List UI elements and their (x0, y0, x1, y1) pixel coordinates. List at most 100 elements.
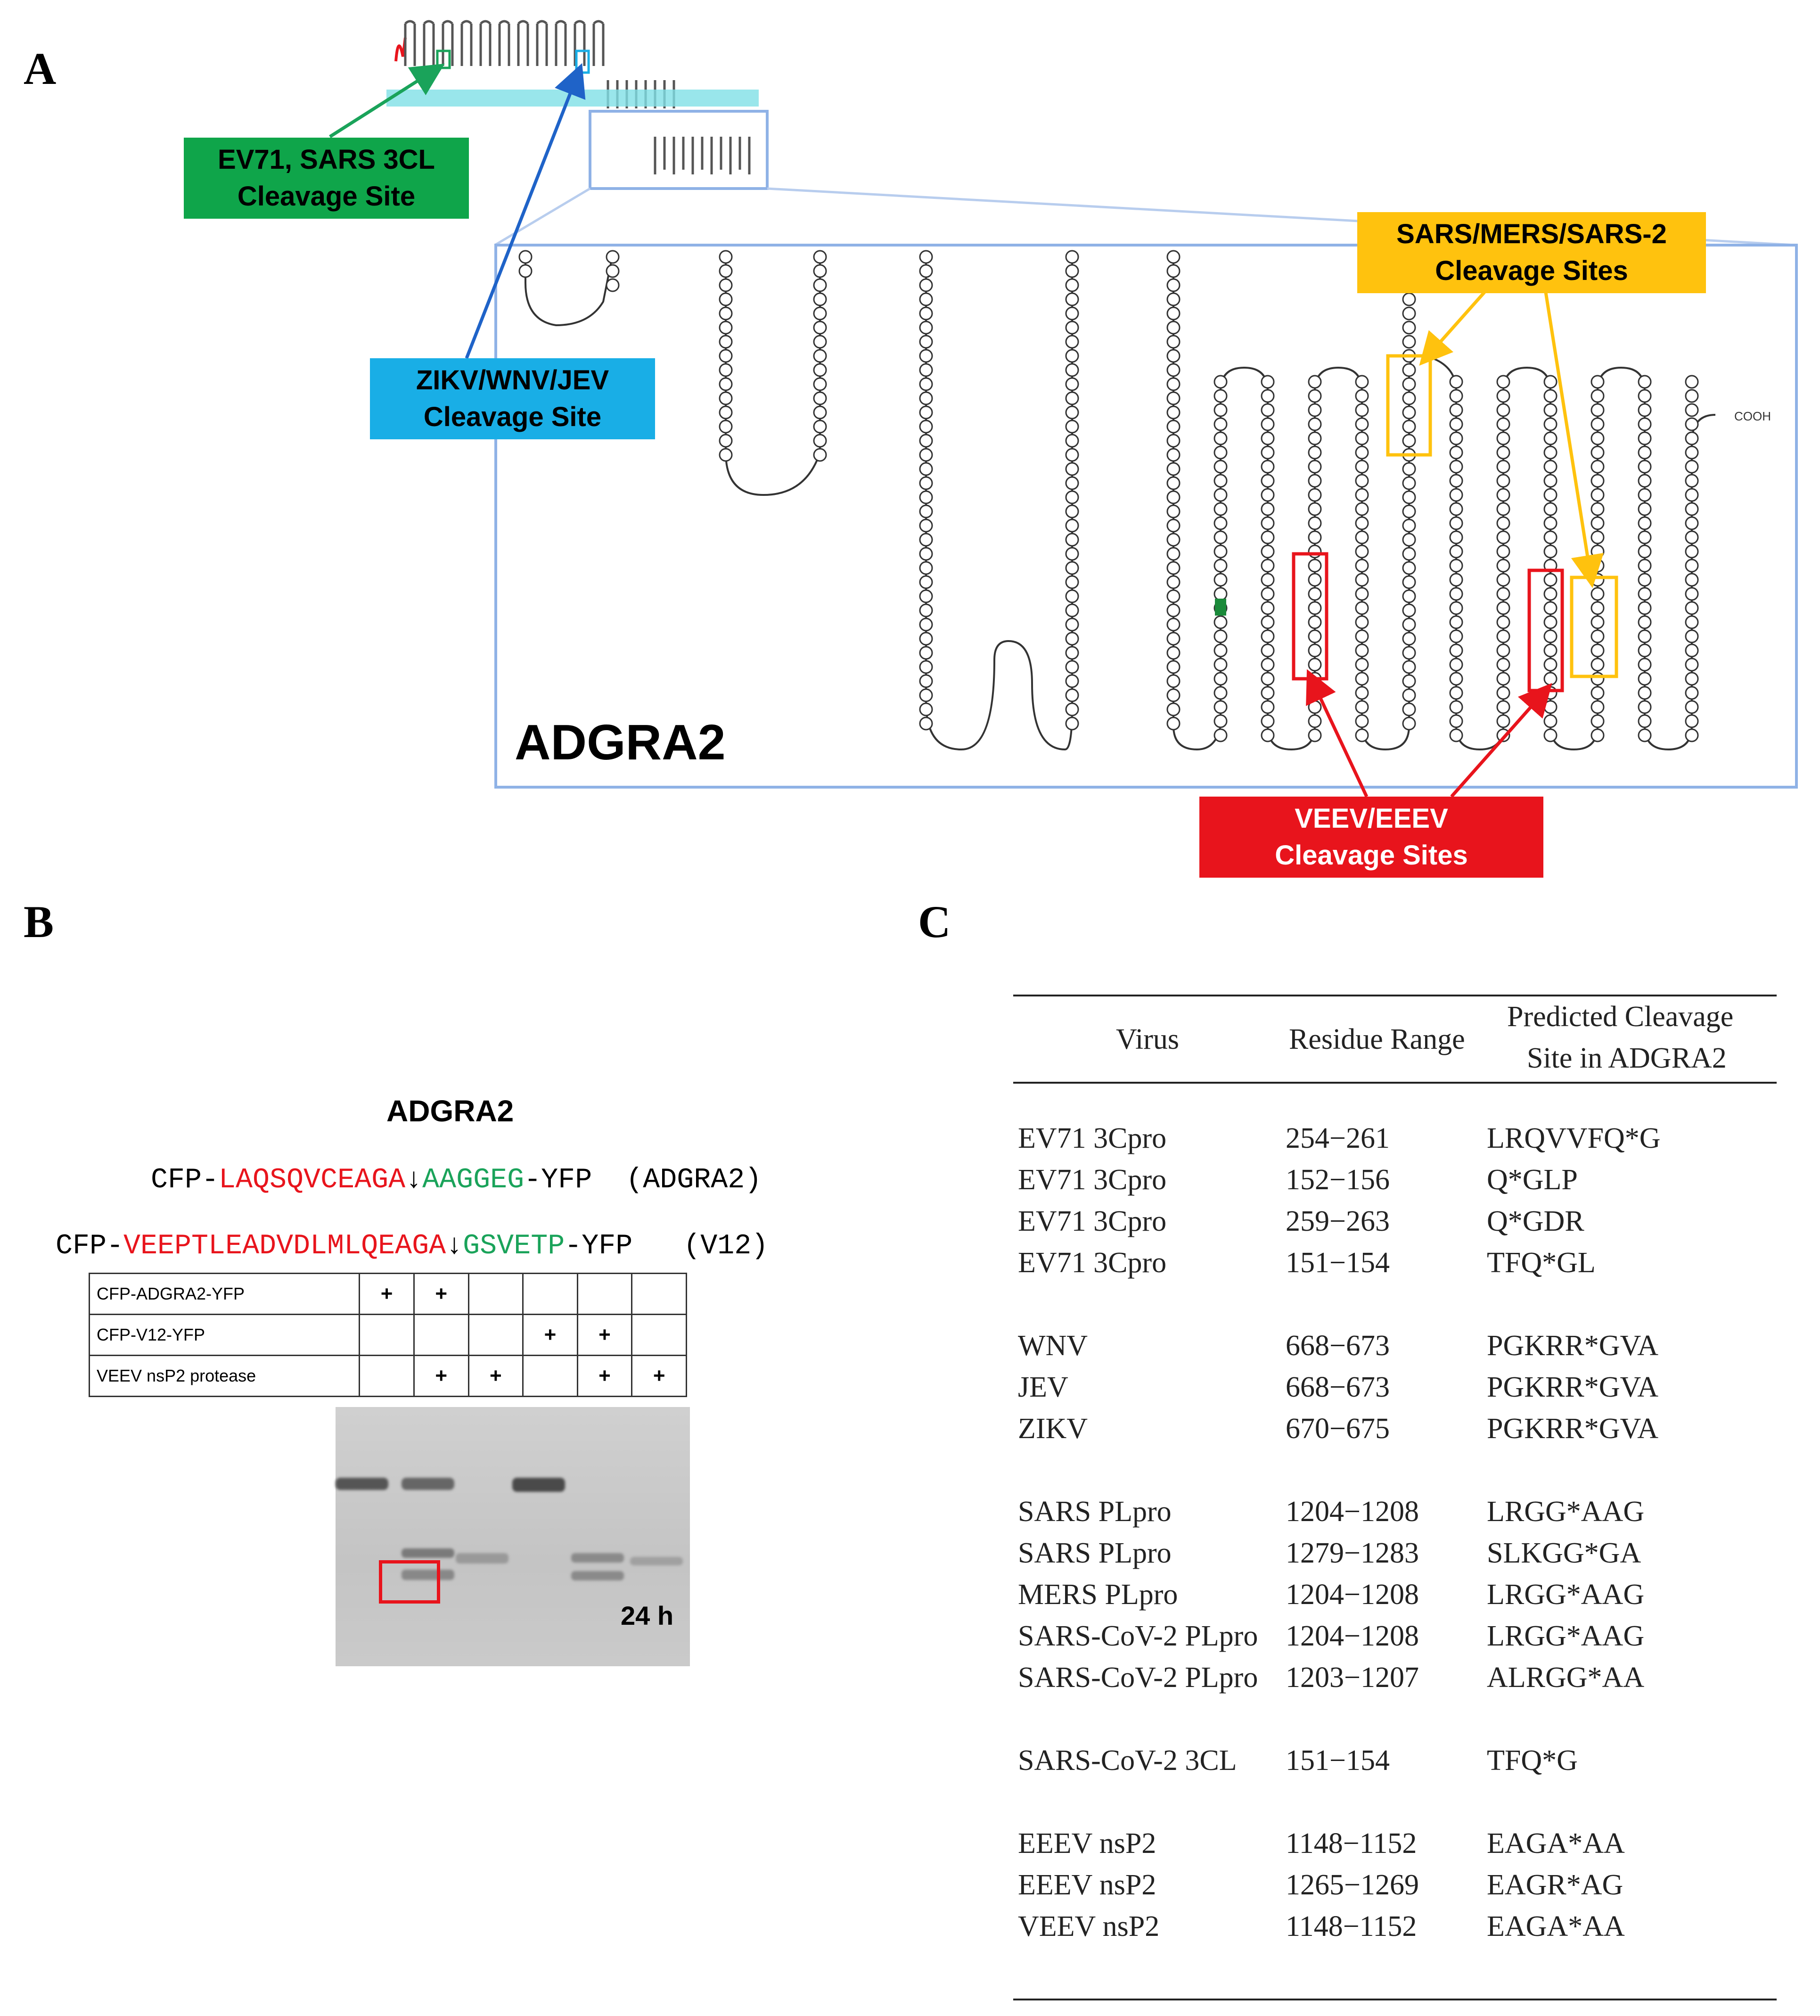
residue-circle (1638, 686, 1652, 700)
residue-circle (1213, 700, 1228, 714)
residue-circle (1685, 389, 1699, 403)
residue-circle (1496, 389, 1510, 403)
range-cell: 1204−1208 (1286, 1579, 1419, 1611)
gel-band (571, 1571, 624, 1580)
gel-band (402, 1478, 454, 1490)
condition-row: VEEV nsP2 protease + + + + (88, 1355, 687, 1397)
residue-circle (1166, 405, 1181, 420)
residue-circle (1638, 629, 1652, 643)
residue-circle (1590, 615, 1605, 629)
residue-circle (1402, 533, 1416, 547)
range-cell: 151−154 (1286, 1744, 1390, 1777)
condition-mark: + (413, 1273, 469, 1315)
residue-circle (1065, 688, 1079, 702)
gel-band (456, 1553, 508, 1563)
residue-circle (1402, 646, 1416, 660)
residue-circle (1355, 615, 1369, 629)
residue-circle (1590, 502, 1605, 516)
residue-circle (1402, 335, 1416, 349)
residue-circle (1543, 714, 1558, 728)
residue-circle (1065, 603, 1079, 617)
condition-mark (413, 1314, 469, 1356)
residue-circle (1166, 278, 1181, 292)
sequence-adgra2: CFP-LAQSQVCEAGA↓AAGGEG-YFP (ADGRA2) (151, 1164, 762, 1196)
residue-circle (1261, 389, 1275, 403)
residue-circle (1685, 629, 1699, 643)
residue-circle (1402, 617, 1416, 632)
residue-circle (1355, 488, 1369, 502)
residue-circle (1213, 474, 1228, 488)
table-bottom-rule (1013, 1999, 1777, 2000)
residue-circle (1590, 488, 1605, 502)
residue-circle (1685, 686, 1699, 700)
residue-circle (1402, 589, 1416, 603)
residue-circle (1355, 672, 1369, 686)
residue-circle (1213, 728, 1228, 742)
residue-circle (1261, 629, 1275, 643)
residue-circle (1496, 714, 1510, 728)
virus-cell: EV71 3Cpro (1018, 1122, 1167, 1154)
header-rule (1013, 1082, 1777, 1084)
residue-circle (1496, 587, 1510, 601)
residue-circle (1261, 460, 1275, 474)
residue-circle (1449, 488, 1463, 502)
residue-circle (919, 547, 933, 561)
residue-circle (1213, 403, 1228, 417)
residue-circle (1065, 321, 1079, 335)
residue-circle (719, 264, 733, 278)
residue-circle (1355, 431, 1369, 445)
residue-circle (1638, 615, 1652, 629)
residue-circle (919, 533, 933, 547)
residue-circle (1065, 476, 1079, 490)
residue-circle (1065, 589, 1079, 603)
residue-circle (1065, 533, 1079, 547)
virus-cell: EEEV nsP2 (1018, 1827, 1156, 1860)
residue-circle (1065, 264, 1079, 278)
residue-circle (1261, 559, 1275, 573)
residue-circle (1685, 530, 1699, 544)
gel-band (336, 1478, 388, 1490)
residue-circle (919, 589, 933, 603)
residue-circle (1449, 643, 1463, 658)
residue-circle (1685, 474, 1699, 488)
residue-circle (1261, 445, 1275, 460)
site-cell: TFQ*GL (1487, 1247, 1596, 1279)
residue-circle (1213, 445, 1228, 460)
residue-circle (1308, 460, 1322, 474)
residue-circle (919, 476, 933, 490)
residue-circle (919, 561, 933, 575)
sars-callout-line1: SARS/MERS/SARS-2 (1396, 219, 1667, 249)
residue-circle (1402, 688, 1416, 702)
range-cell: 1148−1152 (1286, 1910, 1417, 1942)
residue-circle (1166, 349, 1181, 363)
residue-circle (1261, 714, 1275, 728)
residue-circle (1261, 573, 1275, 587)
residue-circle (1308, 573, 1322, 587)
zikv-callout-line1: ZIKV/WNV/JEV (416, 365, 609, 395)
residue-circle (1543, 445, 1558, 460)
seq2-tag: (V12) (683, 1230, 769, 1262)
residue-circle (1355, 375, 1369, 389)
residue-circle (1543, 403, 1558, 417)
residue-circle (1449, 460, 1463, 474)
residue-circle (1213, 559, 1228, 573)
cleavage-product-box (379, 1560, 440, 1604)
site-cell: SLKGG*GA (1487, 1537, 1641, 1569)
residue-circle (1261, 403, 1275, 417)
sars-arrow-2 (1544, 292, 1604, 588)
residue-circle (1213, 516, 1228, 530)
residue-circle (1166, 646, 1181, 660)
residue-circle (1449, 502, 1463, 516)
residue-circle (919, 405, 933, 420)
ev71-arrow (329, 63, 445, 138)
residue-circle (813, 391, 827, 405)
residue-circle (1261, 601, 1275, 615)
residue-circle (1213, 714, 1228, 728)
residue-circle (1496, 375, 1510, 389)
residue-circle (1496, 445, 1510, 460)
residue-circle (719, 335, 733, 349)
residue-circle (1685, 431, 1699, 445)
residue-circle (919, 632, 933, 646)
residue-circle (719, 377, 733, 391)
veev-callout-line1: VEEV/EEEV (1295, 803, 1448, 834)
